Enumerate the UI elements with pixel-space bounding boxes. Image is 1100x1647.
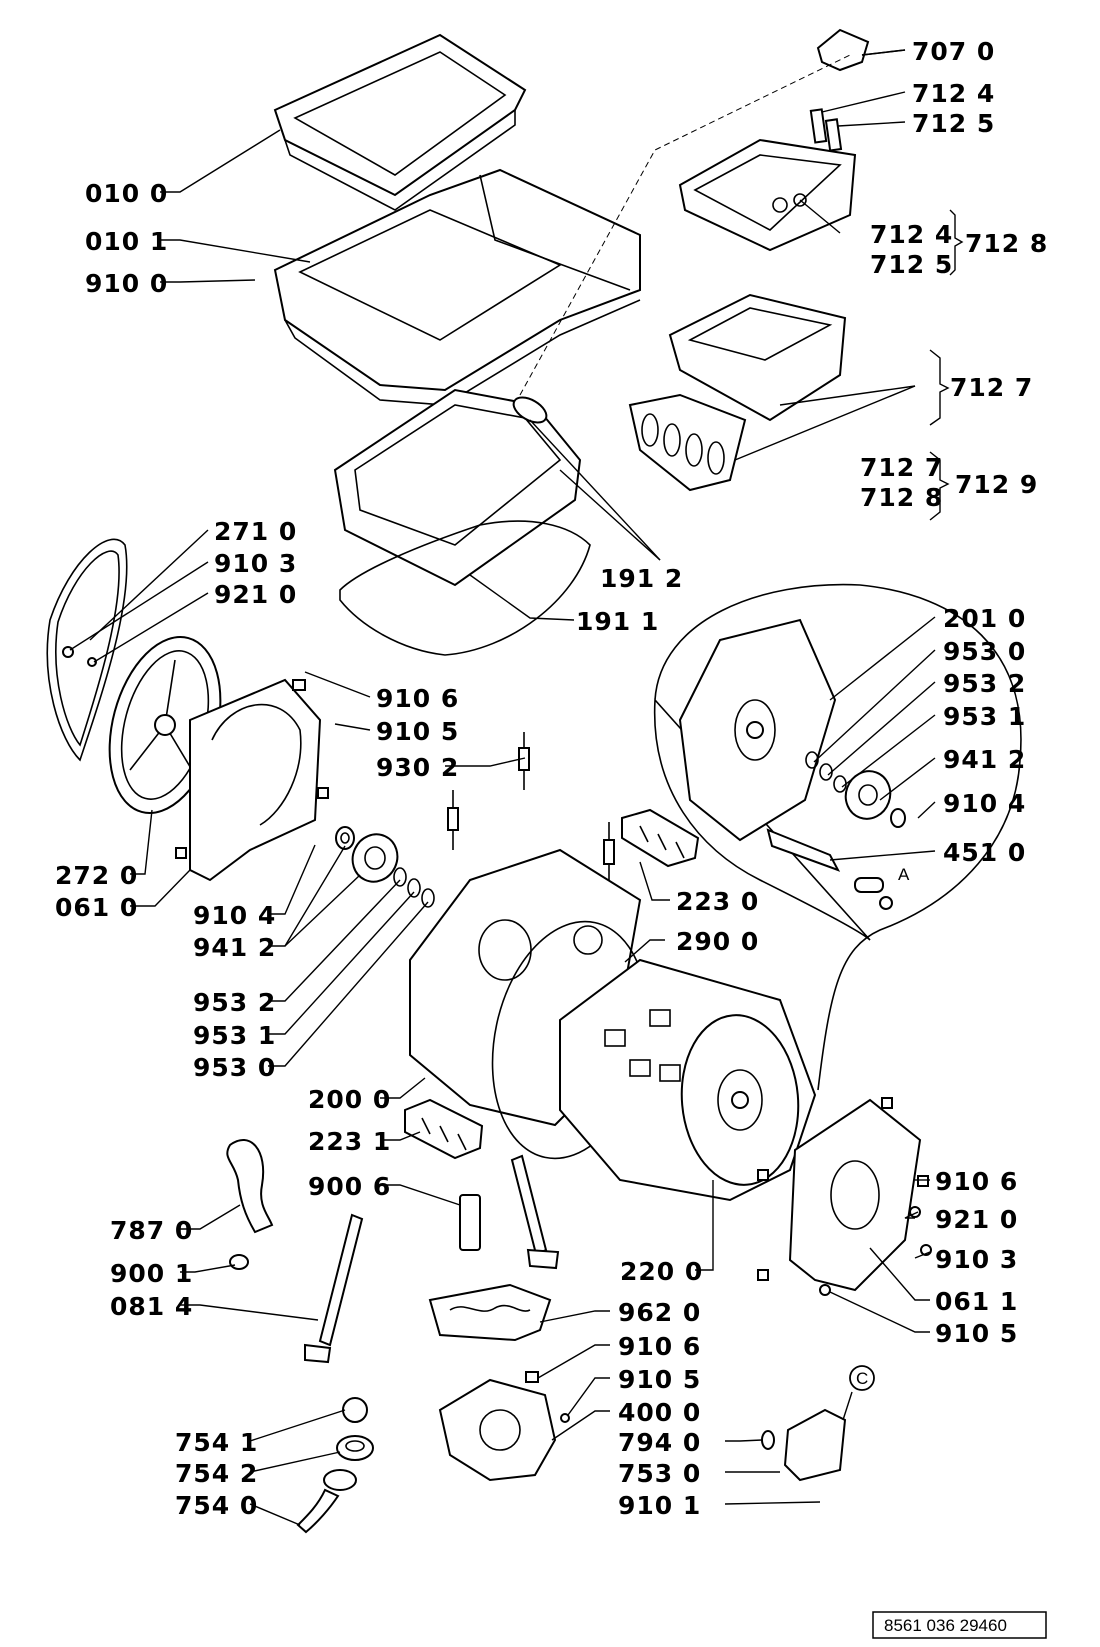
dispenser-drawer-drawing [628, 293, 847, 492]
counterweight-upper-drawing [621, 808, 700, 868]
callout-271-0: 271 0 [214, 517, 297, 546]
drain-pump-drawing [761, 1408, 847, 1482]
leader-lines [69, 49, 936, 1526]
pump-parts-drawing [296, 1397, 374, 1534]
callout-754-1: 754 1 [175, 1428, 258, 1457]
callout-910-4-detail: 910 4 [943, 789, 1026, 818]
callout-910-0: 910 0 [85, 269, 168, 298]
hose-drawing [226, 1139, 274, 1270]
group-brackets [929, 209, 964, 521]
callout-910-5-right: 910 5 [935, 1319, 1018, 1348]
callout-910-4-left: 910 4 [193, 901, 276, 930]
callout-941-2-detail: 941 2 [943, 745, 1026, 774]
shock-absorber-lower-drawing [304, 1213, 364, 1364]
top-lid-frame-drawing [273, 33, 527, 211]
assembly-guide-line [519, 54, 851, 396]
callout-787-0: 787 0 [110, 1216, 193, 1245]
callout-010-0: 010 0 [85, 179, 168, 208]
callout-910-6-motor: 910 6 [618, 1332, 701, 1361]
rear-tub-detail-bubble-drawing [653, 583, 1022, 1091]
callout-753-0: 753 0 [618, 1459, 701, 1488]
callout-223-1: 223 1 [308, 1127, 391, 1156]
document-code: 8561 036 29460 [884, 1616, 1007, 1635]
console-frame-drawing [273, 168, 641, 406]
callout-451-0: 451 0 [943, 838, 1026, 867]
callout-061-0: 061 0 [55, 893, 138, 922]
detail-marker-c-letter: C [856, 1369, 868, 1388]
callout-930-2: 930 2 [376, 753, 459, 782]
callout-953-0-detail: 953 0 [943, 637, 1026, 666]
callout-953-2-left: 953 2 [193, 988, 276, 1017]
callout-191-1: 191 1 [576, 607, 659, 636]
callout-910-5-motor: 910 5 [618, 1365, 701, 1394]
callout-712-5-group: 712 5 [870, 250, 953, 279]
callout-953-0-left: 953 0 [193, 1053, 276, 1082]
motor-drawing [438, 1371, 570, 1482]
callout-712-8-group-result: 712 8 [965, 229, 1048, 258]
callout-953-1-detail: 953 1 [943, 702, 1026, 731]
rear-bracket-left-drawing [175, 678, 329, 882]
callout-910-3-right: 910 3 [935, 1245, 1018, 1274]
heat-shield-drawing [428, 1283, 552, 1342]
callout-941-2-left: 941 2 [193, 933, 276, 962]
detail-marker-a: A [898, 865, 910, 884]
callout-290-0: 290 0 [676, 927, 759, 956]
callout-712-4-group: 712 4 [870, 220, 953, 249]
callout-921-0-right: 921 0 [935, 1205, 1018, 1234]
callout-953-2-detail: 953 2 [943, 669, 1026, 698]
callout-labels: 707 0 712 4 712 5 010 0 010 1 910 0 712 … [55, 37, 1048, 1520]
callout-191-2: 191 2 [600, 564, 683, 593]
callout-910-1: 910 1 [618, 1491, 701, 1520]
shock-absorber-upper-drawing [459, 1154, 560, 1270]
counterweight-lower-drawing [404, 1098, 484, 1160]
callout-712-7: 712 7 [950, 373, 1033, 402]
callout-754-0: 754 0 [175, 1491, 258, 1520]
callout-910-6-left: 910 6 [376, 684, 459, 713]
tub-top-ring-drawing [333, 388, 591, 656]
pipes-drawing [809, 108, 843, 152]
callout-712-8-group: 712 8 [860, 483, 943, 512]
callout-272-0: 272 0 [55, 861, 138, 890]
callout-900-6: 900 6 [308, 1172, 391, 1201]
document-code-box: 8561 036 29460 [872, 1611, 1047, 1639]
callout-900-1: 900 1 [110, 1259, 193, 1288]
callout-200-0: 200 0 [308, 1085, 391, 1114]
callout-910-3: 910 3 [214, 549, 297, 578]
callout-201-0: 201 0 [943, 604, 1026, 633]
callout-712-5: 712 5 [912, 109, 995, 138]
callout-921-0: 921 0 [214, 580, 297, 609]
callout-223-0: 223 0 [676, 887, 759, 916]
callout-712-9-group-result: 712 9 [955, 470, 1038, 499]
callout-910-6-right: 910 6 [935, 1167, 1018, 1196]
rear-bracket-right-drawing [757, 1097, 932, 1296]
callout-081-4: 081 4 [110, 1292, 193, 1321]
callout-910-5-left: 910 5 [376, 717, 459, 746]
callout-794-0: 794 0 [618, 1428, 701, 1457]
callout-712-4: 712 4 [912, 79, 995, 108]
callout-953-1-left: 953 1 [193, 1021, 276, 1050]
callout-712-7-group: 712 7 [860, 453, 943, 482]
dispenser-lid-drawing [678, 138, 857, 252]
callout-010-1: 010 1 [85, 227, 168, 256]
callout-061-1: 061 1 [935, 1287, 1018, 1316]
callout-754-2: 754 2 [175, 1459, 258, 1488]
detail-marker-c: C [849, 1365, 875, 1391]
callout-707-0: 707 0 [912, 37, 995, 66]
drum-drawing [559, 958, 817, 1202]
callout-962-0: 962 0 [618, 1298, 701, 1327]
bearings-left-drawing [335, 826, 435, 908]
callout-400-0: 400 0 [618, 1398, 701, 1427]
callout-220-0: 220 0 [620, 1257, 703, 1286]
